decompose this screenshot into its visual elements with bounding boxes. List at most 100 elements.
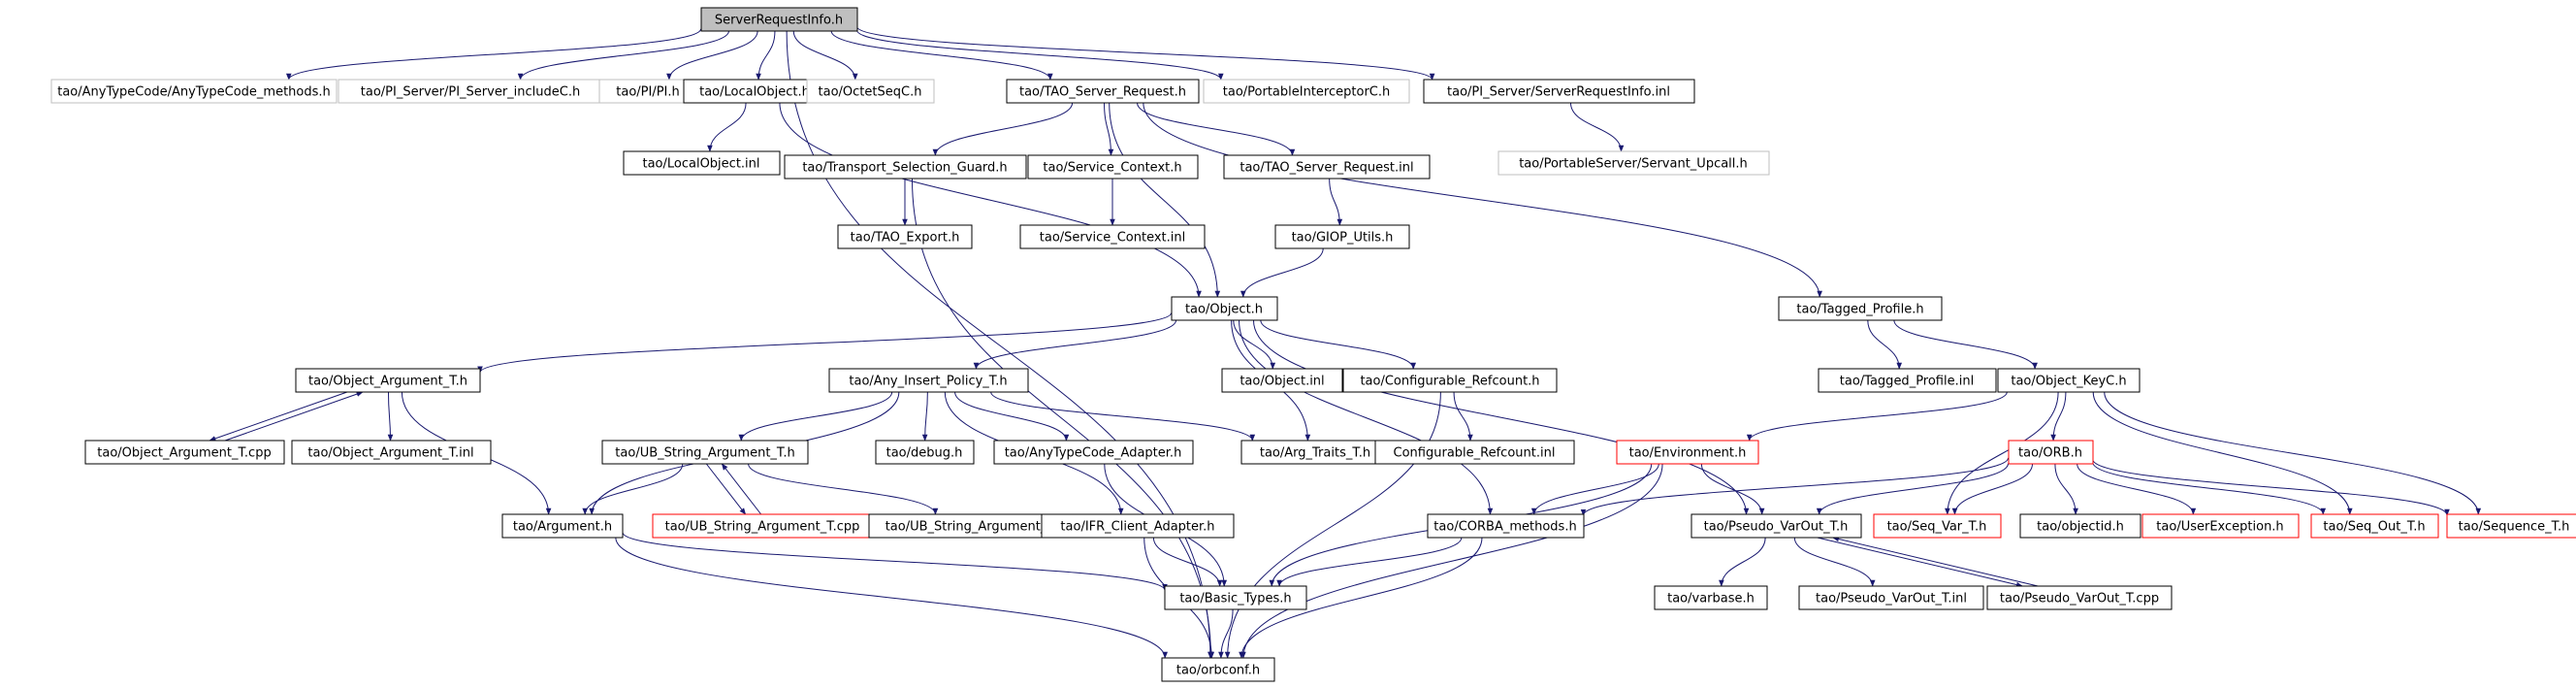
edge-ub-string-arg-cpp-to-ub-string-arg-h bbox=[721, 463, 762, 515]
node-anytype-adapter[interactable]: tao/AnyTypeCode_Adapter.h bbox=[993, 440, 1194, 465]
node-tagged-profile-h[interactable]: tao/Tagged_Profile.h bbox=[1778, 296, 1943, 321]
node-tao-server-request-inl[interactable]: tao/TAO_Server_Request.inl bbox=[1223, 154, 1431, 180]
node-object-keyc[interactable]: tao/Object_KeyC.h bbox=[1997, 368, 2141, 393]
node-box bbox=[623, 150, 781, 176]
edge-layer bbox=[209, 25, 2482, 659]
edge-tagged-profile-h-to-object-keyc bbox=[1893, 319, 2038, 370]
node-service-ctx-inl[interactable]: tao/Service_Context.inl bbox=[1019, 224, 1206, 249]
node-obj-arg-t-cpp[interactable]: tao/Object_Argument_T.cpp bbox=[84, 440, 285, 465]
node-corba-methods[interactable]: tao/CORBA_methods.h bbox=[1427, 513, 1585, 539]
node-service-ctx-h[interactable]: tao/Service_Context.h bbox=[1027, 154, 1199, 180]
edge-ifr-client-to-basic-types bbox=[1152, 537, 1223, 587]
node-box bbox=[1274, 224, 1410, 249]
node-obj-arg-t-h[interactable]: tao/Object_Argument_T.h bbox=[295, 368, 481, 393]
node-box bbox=[1873, 513, 2002, 539]
node-label: tao/IFR_Client_Adapter.h bbox=[1060, 520, 1214, 535]
node-box bbox=[1006, 79, 1200, 104]
node-argument-h[interactable]: tao/Argument.h bbox=[501, 513, 624, 539]
node-pseudo-varout-h[interactable]: tao/Pseudo_VarOut_T.h bbox=[1690, 513, 1862, 539]
node-orb-h[interactable]: tao/ORB.h bbox=[2008, 440, 2094, 465]
node-label: tao/Tagged_Profile.inl bbox=[1840, 375, 1974, 389]
edge-localobject-h-to-localobject-inl bbox=[707, 102, 747, 152]
node-label: tao/PI_Server/PI_Server_includeC.h bbox=[361, 85, 580, 100]
node-label: tao/Argument.h bbox=[513, 520, 612, 535]
node-box bbox=[1164, 585, 1307, 610]
node-label: tao/GIOP_Utils.h bbox=[1292, 231, 1394, 246]
node-seq-var[interactable]: tao/Seq_Var_T.h bbox=[1873, 513, 2002, 539]
node-box bbox=[2019, 513, 2141, 539]
node-label: tao/varbase.h bbox=[1667, 592, 1755, 606]
node-any-insert[interactable]: tao/Any_Insert_Policy_T.h bbox=[828, 368, 1029, 393]
node-object-h[interactable]: tao/Object.h bbox=[1171, 296, 1278, 321]
node-arg-traits[interactable]: tao/Arg_Traits_T.h bbox=[1240, 440, 1391, 465]
node-environment-h[interactable]: tao/Environment.h bbox=[1616, 440, 1759, 465]
edge-object-h-to-corba-methods bbox=[1239, 319, 1494, 515]
node-root[interactable]: ServerRequestInfo.h bbox=[700, 7, 858, 32]
node-label: tao/Object_Argument_T.inl bbox=[307, 446, 473, 461]
node-label: tao/Object_KeyC.h bbox=[2011, 375, 2126, 389]
node-box bbox=[295, 368, 481, 393]
edge-ub-string-arg-h-to-ub-string-arg-cpp bbox=[705, 463, 747, 515]
node-box bbox=[1654, 585, 1768, 610]
edge-object-keyc-to-sequence-t bbox=[2104, 391, 2482, 515]
node-box bbox=[2141, 513, 2300, 539]
node-sequence-t[interactable]: tao/Sequence_T.h bbox=[2446, 513, 2576, 539]
edge-tao-server-request-h-to-object-h bbox=[1109, 102, 1221, 298]
node-box bbox=[84, 440, 285, 465]
node-box bbox=[828, 368, 1029, 393]
node-box bbox=[875, 440, 975, 465]
node-giop-utils[interactable]: tao/GIOP_Utils.h bbox=[1274, 224, 1410, 249]
edge-ub-string-arg-h-to-ub-string-arg-inl bbox=[748, 463, 939, 515]
edge-pseudo-varout-h-to-pseudo-varout-inl bbox=[1793, 537, 1876, 587]
edge-obj-arg-t-h-to-obj-arg-t-cpp bbox=[209, 391, 348, 442]
node-orbconf[interactable]: tao/orbconf.h bbox=[1161, 657, 1275, 682]
node-localobject-inl[interactable]: tao/LocalObject.inl bbox=[623, 150, 781, 176]
node-box bbox=[2008, 440, 2094, 465]
node-pseudo-varout-inl[interactable]: tao/Pseudo_VarOut_T.inl bbox=[1798, 585, 1984, 610]
node-sri-inl[interactable]: tao/PI_Server/ServerRequestInfo.inl bbox=[1423, 79, 1695, 104]
node-tao-server-request-h[interactable]: tao/TAO_Server_Request.h bbox=[1006, 79, 1200, 104]
edge-config-refcount-h-to-orbconf bbox=[1224, 391, 1441, 659]
node-label: ServerRequestInfo.h bbox=[715, 14, 843, 28]
edge-any-insert-to-ub-string-arg-h bbox=[738, 391, 893, 442]
node-label: tao/UB_String_Argument_T.cpp bbox=[665, 520, 860, 535]
edge-ub-string-arg-h-to-argument-h bbox=[582, 463, 684, 515]
node-box bbox=[1240, 440, 1391, 465]
node-debug-h[interactable]: tao/debug.h bbox=[875, 440, 975, 465]
node-user-exception[interactable]: tao/UserException.h bbox=[2141, 513, 2300, 539]
edge-environment-h-to-orbconf bbox=[1240, 463, 1663, 659]
node-localobject-h[interactable]: tao/LocalObject.h bbox=[683, 79, 826, 104]
node-basic-types[interactable]: tao/Basic_Types.h bbox=[1164, 585, 1307, 610]
node-label: tao/PI/PI.h bbox=[616, 85, 680, 100]
node-label: tao/Object_Argument_T.cpp bbox=[97, 446, 271, 461]
edge-object-h-to-pseudo-varout-h bbox=[1252, 319, 1750, 515]
node-ub-string-arg-cpp[interactable]: tao/UB_String_Argument_T.cpp bbox=[652, 513, 874, 539]
node-obj-arg-t-inl[interactable]: tao/Object_Argument_T.inl bbox=[291, 440, 492, 465]
node-box bbox=[1342, 368, 1558, 393]
node-config-refcount-inl[interactable]: Configurable_Refcount.inl bbox=[1374, 440, 1575, 465]
node-box bbox=[1019, 224, 1206, 249]
node-label: tao/TAO_Export.h bbox=[851, 231, 960, 246]
node-label: tao/UB_String_Argument_T.inl bbox=[886, 520, 1073, 535]
node-tao-export[interactable]: tao/TAO_Export.h bbox=[837, 224, 973, 249]
node-label: tao/Pseudo_VarOut_T.h bbox=[1704, 520, 1849, 535]
node-seq-out[interactable]: tao/Seq_Out_T.h bbox=[2310, 513, 2439, 539]
node-transport-sel[interactable]: tao/Transport_Selection_Guard.h bbox=[784, 154, 1027, 180]
node-ub-string-arg-h[interactable]: tao/UB_String_Argument_T.h bbox=[601, 440, 809, 465]
node-config-refcount-h[interactable]: tao/Configurable_Refcount.h bbox=[1342, 368, 1558, 393]
edge-root-to-portable-interceptor bbox=[856, 29, 1224, 81]
node-tagged-profile-inl[interactable]: tao/Tagged_Profile.inl bbox=[1818, 368, 1997, 393]
node-object-inl[interactable]: tao/Object.inl bbox=[1221, 368, 1343, 393]
node-ifr-client[interactable]: tao/IFR_Client_Adapter.h bbox=[1041, 513, 1235, 539]
node-box bbox=[700, 7, 858, 32]
node-pseudo-varout-cpp[interactable]: tao/Pseudo_VarOut_T.cpp bbox=[1986, 585, 2173, 610]
edge-environment-h-to-pseudo-varout-h bbox=[1700, 463, 1765, 515]
edge-object-keyc-to-seq-out bbox=[2092, 391, 2353, 515]
node-varbase[interactable]: tao/varbase.h bbox=[1654, 585, 1768, 610]
node-box bbox=[1798, 585, 1984, 610]
node-objectid[interactable]: tao/objectid.h bbox=[2019, 513, 2141, 539]
edge-orb-h-to-seq-var bbox=[1951, 463, 2034, 515]
edge-obj-arg-t-cpp-to-obj-arg-t-h bbox=[224, 391, 364, 442]
node-box bbox=[993, 440, 1194, 465]
